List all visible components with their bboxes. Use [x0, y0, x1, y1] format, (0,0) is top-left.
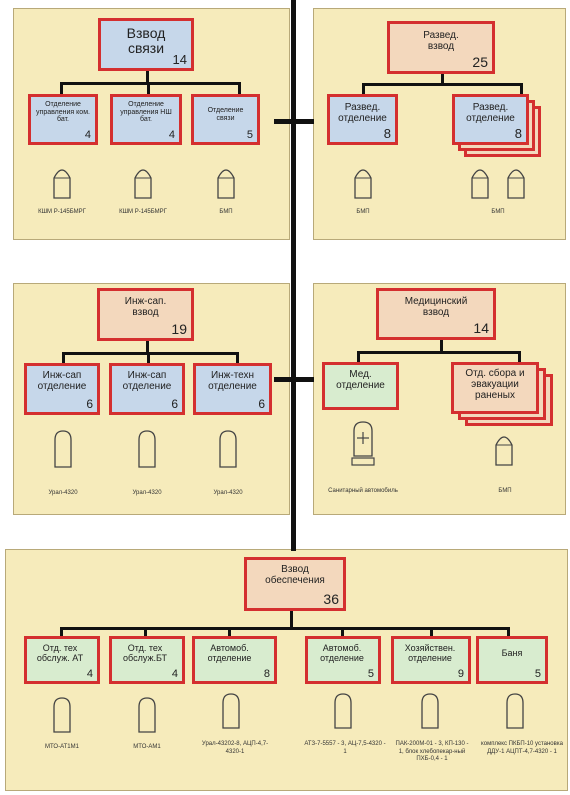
truck-icon: [54, 430, 72, 468]
motor-section-box: Автомоб. отделение 8: [192, 636, 277, 684]
engineer-section-box: Инж-сап отделение 6: [109, 363, 185, 415]
connector: [144, 627, 147, 637]
truck-icon: [506, 693, 524, 729]
engineer-section-box: Инж-сап отделение 6: [24, 363, 100, 415]
truck-icon: [138, 430, 156, 468]
connector: [60, 627, 63, 637]
armored-vehicle-icon: [134, 169, 152, 199]
vehicle-caption: БМП: [356, 209, 370, 215]
connector: [228, 627, 231, 637]
connector: [362, 83, 522, 86]
armored-vehicle-icon: [495, 436, 513, 466]
vehicle-caption: БМП: [491, 209, 505, 215]
armored-vehicle-icon: [217, 169, 235, 199]
connector: [362, 83, 365, 95]
truck-icon: [222, 693, 240, 729]
motor-section-box: Автомоб. отделение 5: [305, 636, 381, 684]
vehicle-caption: МТО-АТ1М1: [45, 744, 79, 750]
engineer-platoon-box: Инж-сап. взвод 19: [97, 288, 194, 341]
truck-icon: [53, 697, 71, 733]
maintenance-bt-box: Отд. тех обслуж.БТ 4: [109, 636, 185, 684]
connector: [238, 82, 241, 95]
connector: [147, 352, 150, 364]
maintenance-at-box: Отд. тех обслуж. АТ 4: [24, 636, 100, 684]
support-platoon-box: Взвод обеспечения 36: [244, 557, 346, 611]
connector: [62, 352, 65, 364]
vehicle-caption: Урал-4320: [132, 490, 162, 496]
signals-platoon-box: Взвод связи 14: [98, 18, 194, 71]
connector: [441, 73, 444, 85]
vehicle-caption: Санитарный автомобиль: [328, 488, 398, 494]
connector: [60, 82, 63, 95]
signals-platoon-count: 14: [172, 52, 187, 67]
vehicle-caption: КШМ Р-145БМРГ: [119, 209, 167, 215]
signals-section-box: Отделение связи 5: [191, 94, 260, 145]
armored-vehicle-icon: [471, 169, 489, 199]
engineer-tech-section-box: Инж-техн отделение 6: [193, 363, 272, 415]
connector: [440, 339, 443, 353]
connector: [357, 351, 360, 363]
vehicle-caption: БМП: [219, 209, 233, 215]
armored-vehicle-icon: [354, 169, 372, 199]
vehicle-caption: ПАК-200М-01 - 3, КП-130 - 1, блок хлебоп…: [395, 741, 469, 762]
vehicle-caption: Урал-4320: [48, 490, 78, 496]
armored-vehicle-icon: [53, 169, 71, 199]
connector: [430, 627, 433, 637]
connector: [507, 627, 510, 637]
spine-branch-lower: [274, 377, 314, 382]
connector: [341, 627, 344, 637]
vehicle-caption: БМП: [498, 488, 512, 494]
recon-section-box: Развед. отделение 8: [327, 94, 398, 145]
connector: [520, 83, 523, 95]
ambulance-icon: [351, 421, 375, 466]
connector: [518, 351, 521, 363]
medical-section-box: Мед. отделение: [322, 362, 399, 410]
vehicle-caption: Урал-4320: [213, 490, 243, 496]
connector: [147, 82, 150, 95]
recon-section-box: Развед. отделение 8: [452, 94, 529, 145]
connector: [236, 352, 239, 364]
evacuation-section-box: Отд. сбора и эвакуации раненых: [451, 362, 539, 414]
vehicle-caption: АТЗ-7-5557 - 3, АЦ-7,5-4320 - 1: [304, 741, 386, 755]
vehicle-caption: МТО-АМ1: [133, 744, 161, 750]
connector: [146, 70, 149, 84]
truck-icon: [219, 430, 237, 468]
connector: [62, 352, 238, 355]
truck-icon: [421, 693, 439, 729]
command-section-box: Отделение управления ком. бат. 4: [28, 94, 98, 145]
connector: [146, 340, 149, 354]
truck-icon: [138, 697, 156, 733]
main-spine-line: [291, 0, 296, 551]
connector: [60, 82, 240, 85]
household-section-box: Хозяйствен. отделение 9: [391, 636, 471, 684]
connector: [290, 609, 293, 629]
truck-icon: [334, 693, 352, 729]
bathhouse-section-box: Баня 5: [476, 636, 548, 684]
armored-vehicle-icon: [507, 169, 525, 199]
spine-branch-upper: [274, 119, 314, 124]
signals-platoon-title: Взвод связи: [126, 25, 166, 57]
vehicle-caption: комплекс ПКБП-10 установка ДДУ-1 АЦПТ-4,…: [481, 741, 563, 755]
connector: [357, 351, 520, 354]
vehicle-caption: Урал-43202-8, АЦП-4,7-4320-1: [201, 741, 269, 755]
vehicle-caption: КШМ Р-145БМРГ: [38, 209, 86, 215]
staff-section-box: Отделение управления НШ бат. 4: [110, 94, 182, 145]
connector: [60, 627, 509, 630]
medical-platoon-box: Медицинский взвод 14: [376, 288, 496, 340]
recon-platoon-box: Развед. взвод 25: [387, 21, 495, 74]
